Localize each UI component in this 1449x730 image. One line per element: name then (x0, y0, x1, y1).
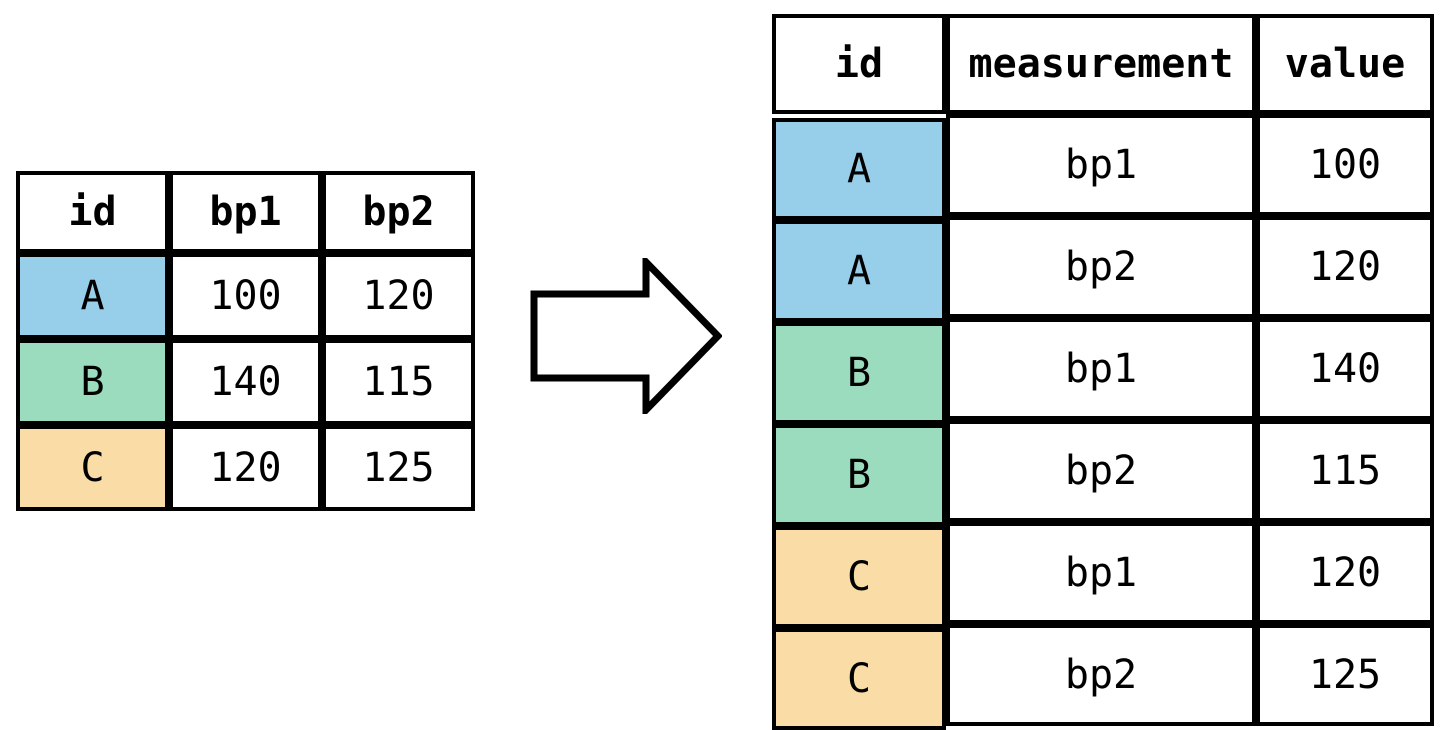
long-cell-id: A (772, 216, 946, 322)
table-row: A bp2 120 (772, 216, 1434, 322)
table-row: A 100 120 (16, 253, 475, 339)
long-cell-measurement: bp1 (946, 318, 1256, 420)
wide-cell-id: C (16, 425, 169, 511)
long-cell-id: B (772, 318, 946, 424)
wide-cell-bp1: 100 (169, 253, 322, 339)
table-row: B bp1 140 (772, 318, 1434, 424)
long-cell-measurement: bp2 (946, 216, 1256, 318)
long-cell-value: 140 (1256, 318, 1434, 420)
long-cell-value: 120 (1256, 522, 1434, 624)
table-row: B bp2 115 (772, 420, 1434, 526)
wide-cell-bp1: 120 (169, 425, 322, 511)
long-header-measurement: measurement (946, 14, 1256, 114)
table-row: C 120 125 (16, 425, 475, 511)
long-cell-id: C (772, 624, 946, 730)
table-row: B 140 115 (16, 339, 475, 425)
long-cell-value: 100 (1256, 114, 1434, 216)
wide-header-bp2: bp2 (322, 171, 475, 253)
wide-cell-bp2: 120 (322, 253, 475, 339)
wide-header-id: id (16, 171, 169, 253)
wide-cell-id: B (16, 339, 169, 425)
wide-cell-bp2: 125 (322, 425, 475, 511)
long-cell-id-box: C (772, 628, 946, 730)
arrow-shape (530, 258, 722, 414)
long-cell-id-box: B (772, 424, 946, 526)
long-format-table: id measurement value A bp1 100 A bp2 120… (772, 14, 1434, 730)
long-cell-id-box: A (772, 118, 946, 220)
right-arrow-icon (530, 258, 722, 414)
wide-cell-bp2: 115 (322, 339, 475, 425)
long-cell-id: B (772, 420, 946, 526)
long-cell-id-box: C (772, 526, 946, 628)
wide-cell-bp1: 140 (169, 339, 322, 425)
table-row: C bp1 120 (772, 522, 1434, 628)
wide-header-bp1: bp1 (169, 171, 322, 253)
table-row: A bp1 100 (772, 114, 1434, 220)
long-cell-measurement: bp2 (946, 624, 1256, 726)
table-row: C bp2 125 (772, 624, 1434, 730)
long-cell-measurement: bp2 (946, 420, 1256, 522)
long-cell-id-box: A (772, 220, 946, 322)
long-cell-id-box: B (772, 322, 946, 424)
long-cell-measurement: bp1 (946, 114, 1256, 216)
long-cell-value: 115 (1256, 420, 1434, 522)
long-cell-value: 125 (1256, 624, 1434, 726)
long-header-value: value (1256, 14, 1434, 114)
long-header-id: id (772, 14, 946, 114)
wide-cell-id: A (16, 253, 169, 339)
table-header-row: id measurement value (772, 14, 1434, 114)
long-cell-measurement: bp1 (946, 522, 1256, 624)
long-cell-id: A (772, 114, 946, 220)
long-cell-value: 120 (1256, 216, 1434, 318)
wide-format-table: id bp1 bp2 A 100 120 B 140 115 C 120 125 (16, 171, 475, 511)
long-cell-id: C (772, 522, 946, 628)
table-header-row: id bp1 bp2 (16, 171, 475, 253)
